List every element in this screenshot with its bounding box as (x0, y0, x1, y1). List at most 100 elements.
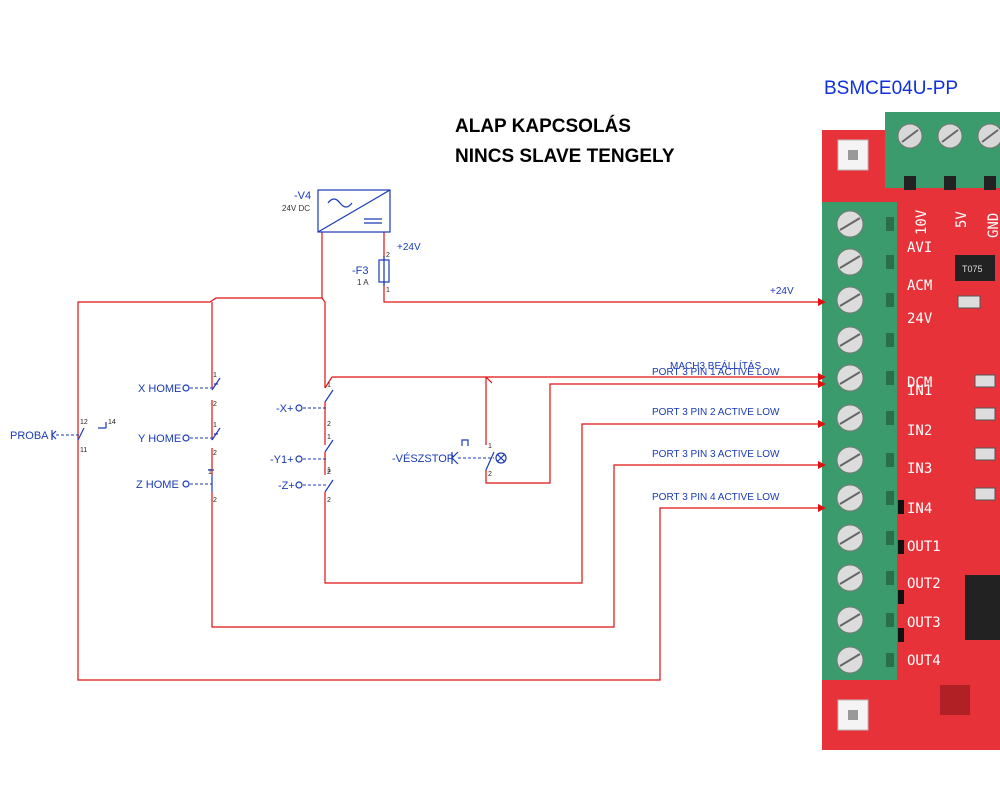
wire-24v (383, 282, 818, 303)
wiring (77, 232, 818, 681)
wire-pin2 (324, 423, 818, 584)
switch-label: Y HOME (138, 433, 181, 445)
wire-pin4 (77, 455, 818, 681)
term-out1: OUT1 (907, 539, 941, 555)
terminal-slot (886, 653, 894, 667)
svg-text:1: 1 (327, 382, 331, 389)
svg-text:1: 1 (327, 467, 331, 474)
net-label-pin1: PORT 3 PIN 1 ACTIVE LOW (652, 367, 780, 378)
switch-z-home: Z HOME 1 2 (136, 469, 217, 504)
screw-slot (839, 613, 861, 627)
switch-y1-plus: -Y1+ 1 2 (270, 434, 334, 476)
left-screws (836, 210, 894, 674)
screw-slot (839, 491, 861, 505)
switch-label: X HOME (138, 383, 181, 395)
svg-text:1: 1 (213, 422, 217, 429)
terminal-slot (886, 411, 894, 425)
board-logo (940, 685, 970, 715)
fuse-net-label: +24V (397, 242, 421, 253)
switch-label: PROBA (10, 430, 49, 442)
chip-t075 (955, 255, 995, 281)
top-term-label: 5V (954, 211, 970, 228)
switch-y-home: Y HOME 1 2 (138, 422, 221, 457)
wire-pin3 (211, 464, 818, 628)
svg-text:2: 2 (213, 497, 217, 504)
svg-text:1: 1 (488, 443, 492, 450)
terminal-slot (886, 613, 894, 627)
screw-slot (839, 411, 861, 425)
screw-slot (839, 217, 861, 231)
term-24v: 24V (907, 311, 933, 327)
top-term-label: 10V (914, 209, 930, 235)
switch-x-plus: -X+ 1 2 (276, 382, 334, 428)
screw-slot (839, 453, 861, 467)
psu-pin: 2 (386, 252, 390, 259)
svg-text:2: 2 (327, 469, 331, 476)
fuse-name: -F3 (352, 265, 369, 277)
terminal-slot (886, 255, 894, 269)
controller-board: 10V 5V GND AVI ACM 24V DCM IN1 IN2 IN3 I… (822, 112, 1000, 750)
wire-pin1 (485, 383, 818, 484)
power-supply-v4: -V4 24V DC 2 (282, 189, 391, 259)
svg-text:2: 2 (327, 497, 331, 504)
svg-text:11: 11 (80, 447, 87, 454)
term-in3: IN3 (907, 461, 932, 477)
fuse-rating: 1 A (357, 278, 369, 287)
top-term-label: GND (986, 213, 1000, 238)
switch-label: Z HOME (136, 479, 179, 491)
switch-label: -VÉSZSTOP (392, 452, 454, 465)
switch-z-plus: -Z+ 1 2 (278, 467, 334, 504)
estop-lamp-icon (495, 452, 507, 464)
term-in1: IN1 (907, 383, 932, 399)
switch-probe: PROBA 12 14 11 (10, 419, 116, 454)
net-label-mach3: MACH3 BEÁLLÍTÁS (670, 359, 761, 372)
svg-text:2: 2 (488, 471, 492, 478)
net-label-24v: +24V (770, 286, 794, 297)
term-avi: AVI (907, 240, 932, 256)
ic-chip (965, 575, 1000, 640)
switch-label: -X+ (276, 403, 293, 415)
svg-text:2: 2 (327, 421, 331, 428)
net-label-pin2: PORT 3 PIN 2 ACTIVE LOW (652, 407, 780, 418)
psu-rating: 24V DC (282, 204, 310, 213)
terminal-slot (886, 491, 894, 505)
terminal-slot (886, 371, 894, 385)
net-label-pin4: PORT 3 PIN 4 ACTIVE LOW (652, 492, 780, 503)
svg-text:1: 1 (208, 469, 212, 476)
wire-mach3 (332, 376, 818, 384)
screw-slot (839, 371, 861, 385)
term-in4: IN4 (907, 501, 932, 517)
term-out2: OUT2 (907, 576, 941, 592)
top-terminal-block (885, 112, 1000, 188)
title-line-1: ALAP KAPCSOLÁS (455, 115, 631, 137)
svg-text:1: 1 (327, 434, 331, 441)
screw-slot (839, 293, 861, 307)
screw-slot (839, 571, 861, 585)
fuse-pin-bottom: 1 (386, 287, 390, 294)
svg-text:1: 1 (213, 372, 217, 379)
terminal-slot (886, 293, 894, 307)
terminal-slot (886, 333, 894, 347)
switch-x-home: X HOME 1 2 (138, 372, 221, 408)
arrow-heads (818, 298, 826, 512)
terminal-slot (886, 453, 894, 467)
ac-symbol (327, 198, 353, 208)
title-line-2: NINCS SLAVE TENGELY (455, 146, 675, 167)
term-out4: OUT4 (907, 653, 941, 669)
terminal-slot (886, 571, 894, 585)
svg-text:2: 2 (213, 401, 217, 408)
term-acm: ACM (907, 278, 932, 294)
net-label-pin3: PORT 3 PIN 3 ACTIVE LOW (652, 449, 780, 460)
switch-label: -Z+ (278, 480, 295, 492)
svg-text:14: 14 (108, 419, 116, 426)
svg-text:2: 2 (213, 450, 217, 457)
screw-slot (839, 531, 861, 545)
screw-slot (839, 333, 861, 347)
screw-slot (839, 255, 861, 269)
switch-estop: -VÉSZSTOP 1 2 (392, 439, 507, 478)
psu-name: -V4 (294, 190, 311, 202)
term-in2: IN2 (907, 423, 932, 439)
screw-slot (839, 653, 861, 667)
chip-label: T075 (962, 264, 983, 274)
